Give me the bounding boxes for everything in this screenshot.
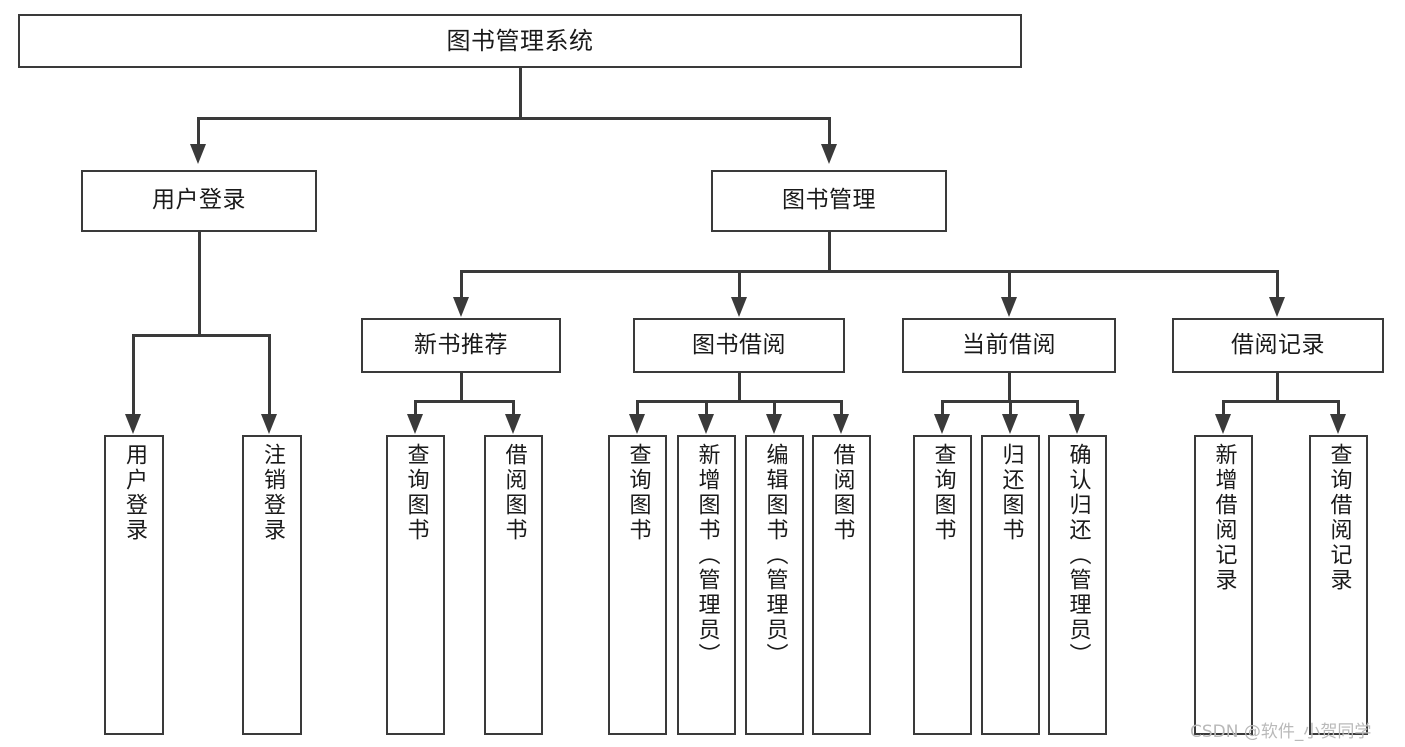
arrowhead-book-manage xyxy=(821,144,837,164)
connector-drop-leaf-borrow-book-2 xyxy=(840,400,843,415)
arrowhead-leaf-query-record xyxy=(1330,414,1346,434)
connector-user-login-bar xyxy=(132,334,270,337)
leaf-query-book-2[interactable]: 查询图书 xyxy=(608,435,667,735)
node-user-login[interactable]: 用户登录 xyxy=(81,170,317,232)
connector-drop-leaf-query-book-3 xyxy=(941,400,944,415)
node-label: 用户登录 xyxy=(152,187,246,214)
leaf-query-book-1[interactable]: 查询图书 xyxy=(386,435,445,735)
node-label: 新增图书（管理员） xyxy=(694,443,720,668)
node-root-system[interactable]: 图书管理系统 xyxy=(18,14,1022,68)
connector-drop-leaf-query-book-1 xyxy=(414,400,417,415)
node-label: 借阅图书 xyxy=(829,443,855,543)
leaf-query-book-3[interactable]: 查询图书 xyxy=(913,435,972,735)
connector-new-book-rec-stem xyxy=(460,373,463,401)
connector-drop-leaf-return-book xyxy=(1009,400,1012,415)
connector-borrow-record-bar xyxy=(1222,400,1339,403)
connector-user-login-stem xyxy=(198,232,201,335)
connector-drop-current-borrow xyxy=(1008,270,1011,298)
leaf-add-borrow-record[interactable]: 新增借阅记录 xyxy=(1194,435,1253,735)
arrowhead-current-borrow xyxy=(1001,297,1017,317)
node-label: 确认归还（管理员） xyxy=(1065,443,1091,668)
arrowhead-new-book-rec xyxy=(453,297,469,317)
connector-current-borrow-stem xyxy=(1008,373,1011,401)
arrowhead-leaf-return-book xyxy=(1002,414,1018,434)
connector-drop-book-borrow xyxy=(738,270,741,298)
node-label: 新增借阅记录 xyxy=(1211,443,1237,593)
node-label: 图书借阅 xyxy=(692,331,786,358)
connector-borrow-record-stem xyxy=(1276,373,1279,401)
node-label: 用户登录 xyxy=(122,443,147,543)
connector-drop-book-manage xyxy=(828,117,831,145)
arrowhead-leaf-query-book-3 xyxy=(934,414,950,434)
leaf-add-book-admin[interactable]: 新增图书（管理员） xyxy=(677,435,736,735)
connector-drop-leaf-confirm-return xyxy=(1076,400,1079,415)
node-label: 查询图书 xyxy=(625,443,651,543)
arrowhead-leaf-add-record xyxy=(1215,414,1231,434)
node-current-borrow[interactable]: 当前借阅 xyxy=(902,318,1116,373)
connector-book-manage-stem xyxy=(828,232,831,271)
node-label: 查询图书 xyxy=(403,443,429,543)
node-label: 借阅图书 xyxy=(501,443,527,543)
connector-root-stem xyxy=(519,68,522,118)
node-borrow-record[interactable]: 借阅记录 xyxy=(1172,318,1384,373)
node-label: 查询图书 xyxy=(930,443,956,543)
arrowhead-leaf-add-book xyxy=(698,414,714,434)
node-book-borrow[interactable]: 图书借阅 xyxy=(633,318,845,373)
leaf-borrow-book-1[interactable]: 借阅图书 xyxy=(484,435,543,735)
connector-book-borrow-stem xyxy=(738,373,741,401)
arrowhead-leaf-logout xyxy=(261,414,277,434)
connector-drop-leaf-edit-book xyxy=(773,400,776,415)
leaf-return-book[interactable]: 归还图书 xyxy=(981,435,1040,735)
arrowhead-leaf-borrow-book-2 xyxy=(833,414,849,434)
node-label: 归还图书 xyxy=(998,443,1024,543)
node-label: 查询借阅记录 xyxy=(1326,443,1352,593)
connector-level3-bar xyxy=(460,270,1278,273)
arrowhead-user-login xyxy=(190,144,206,164)
connector-drop-leaf-query-record xyxy=(1337,400,1340,415)
node-new-book-recommend[interactable]: 新书推荐 xyxy=(361,318,561,373)
csdn-watermark: CSDN @软件_小贺同学 xyxy=(1190,722,1372,742)
connector-drop-leaf-add-book xyxy=(705,400,708,415)
node-label: 图书管理 xyxy=(782,187,876,214)
node-label: 编辑图书（管理员） xyxy=(762,443,788,668)
connector-drop-leaf-user-login xyxy=(132,334,135,415)
arrowhead-borrow-record xyxy=(1269,297,1285,317)
connector-drop-leaf-add-record xyxy=(1222,400,1225,415)
arrowhead-leaf-user-login xyxy=(125,414,141,434)
arrowhead-book-borrow xyxy=(731,297,747,317)
connector-level2-bar xyxy=(197,117,831,120)
leaf-borrow-book-2[interactable]: 借阅图书 xyxy=(812,435,871,735)
connector-drop-user-login xyxy=(197,117,200,145)
arrowhead-leaf-query-book-1 xyxy=(407,414,423,434)
leaf-confirm-return-admin[interactable]: 确认归还（管理员） xyxy=(1048,435,1107,735)
node-label: 图书管理系统 xyxy=(446,26,594,55)
leaf-logout-login[interactable]: 注销登录 xyxy=(242,435,302,735)
connector-book-borrow-bar xyxy=(636,400,842,403)
node-book-manage[interactable]: 图书管理 xyxy=(711,170,947,232)
connector-drop-leaf-query-book-2 xyxy=(636,400,639,415)
arrowhead-leaf-confirm-return xyxy=(1069,414,1085,434)
leaf-user-login[interactable]: 用户登录 xyxy=(104,435,164,735)
node-label: 注销登录 xyxy=(260,443,285,543)
arrowhead-leaf-borrow-book-1 xyxy=(505,414,521,434)
node-label: 新书推荐 xyxy=(414,331,508,358)
arrowhead-leaf-edit-book xyxy=(766,414,782,434)
connector-new-book-rec-bar xyxy=(414,400,514,403)
leaf-query-borrow-record[interactable]: 查询借阅记录 xyxy=(1309,435,1368,735)
connector-drop-new-book-rec xyxy=(460,270,463,298)
arrowhead-leaf-query-book-2 xyxy=(629,414,645,434)
node-label: 借阅记录 xyxy=(1231,331,1325,358)
node-label: 当前借阅 xyxy=(962,331,1056,358)
connector-drop-leaf-borrow-book-1 xyxy=(512,400,515,415)
leaf-edit-book-admin[interactable]: 编辑图书（管理员） xyxy=(745,435,804,735)
connector-drop-leaf-logout xyxy=(268,334,271,415)
connector-drop-borrow-record xyxy=(1276,270,1279,298)
